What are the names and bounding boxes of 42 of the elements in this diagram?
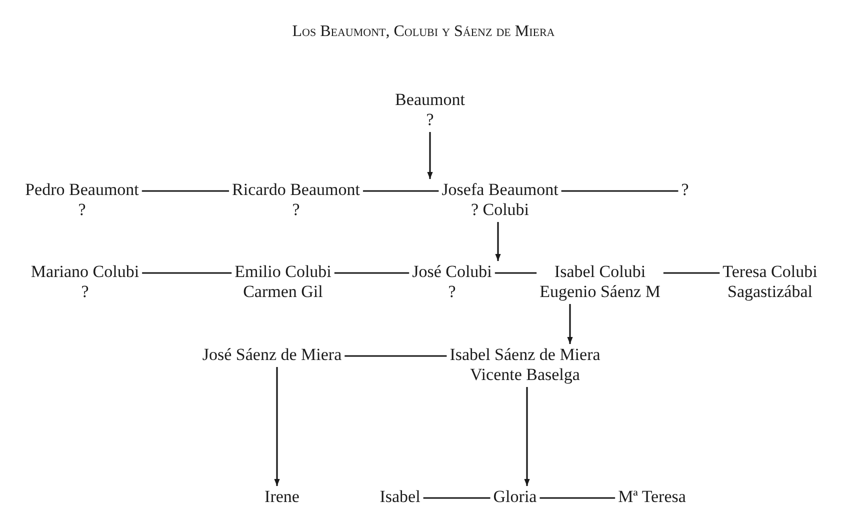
dash-line (494, 272, 537, 274)
spouse-name: Sagastizábal (728, 282, 812, 302)
descent-arrow (495, 222, 501, 261)
person-name: Josefa Beaumont (442, 180, 558, 200)
spouse-name: Eugenio Sáenz M (540, 282, 660, 302)
dash-line (362, 190, 439, 192)
spouse-name: ? (426, 110, 434, 130)
person-name: Irene (264, 487, 300, 507)
descent-arrow (274, 367, 280, 486)
person-name: Isabel (380, 487, 420, 507)
dash-line (540, 497, 616, 499)
spouse-name: Carmen Gil (243, 282, 323, 302)
person-name: Gloria (493, 487, 537, 507)
person-name: José Sáenz de Miera (202, 345, 342, 365)
spouse-name: ? Colubi (470, 200, 530, 220)
dash-line (344, 355, 447, 357)
person-name: Ricardo Beaumont (232, 180, 360, 200)
person-name: Mª Teresa (618, 487, 686, 507)
person-name: Mariano Colubi (30, 262, 140, 282)
person-name: Beaumont (395, 90, 465, 110)
diagram-title: Los Beaumont, Colubi y Sáenz de Miera (292, 22, 555, 42)
spouse-name: ? (448, 282, 456, 302)
person-name: Teresa Colubi (722, 262, 818, 282)
dash-line (663, 272, 720, 274)
descent-arrow (567, 304, 573, 344)
dash-line (334, 272, 410, 274)
dash-line (423, 497, 490, 499)
spouse-name: Vicente Baselga (470, 365, 580, 385)
person-name: ? (681, 180, 689, 200)
person-name: Emilio Colubi (234, 262, 332, 282)
person-name: Pedro Beaumont (25, 180, 139, 200)
person-name: Isabel Colubi (554, 262, 646, 282)
person-name: Isabel Sáenz de Miera (450, 345, 600, 365)
spouse-name: ? (292, 200, 300, 220)
spouse-name: ? (81, 282, 89, 302)
dash-line (561, 190, 678, 192)
descent-arrow (524, 387, 530, 486)
person-name: José Colubi (412, 262, 492, 282)
spouse-name: ? (78, 200, 86, 220)
dash-line (142, 272, 232, 274)
dash-line (142, 190, 230, 192)
descent-arrow (427, 132, 433, 179)
